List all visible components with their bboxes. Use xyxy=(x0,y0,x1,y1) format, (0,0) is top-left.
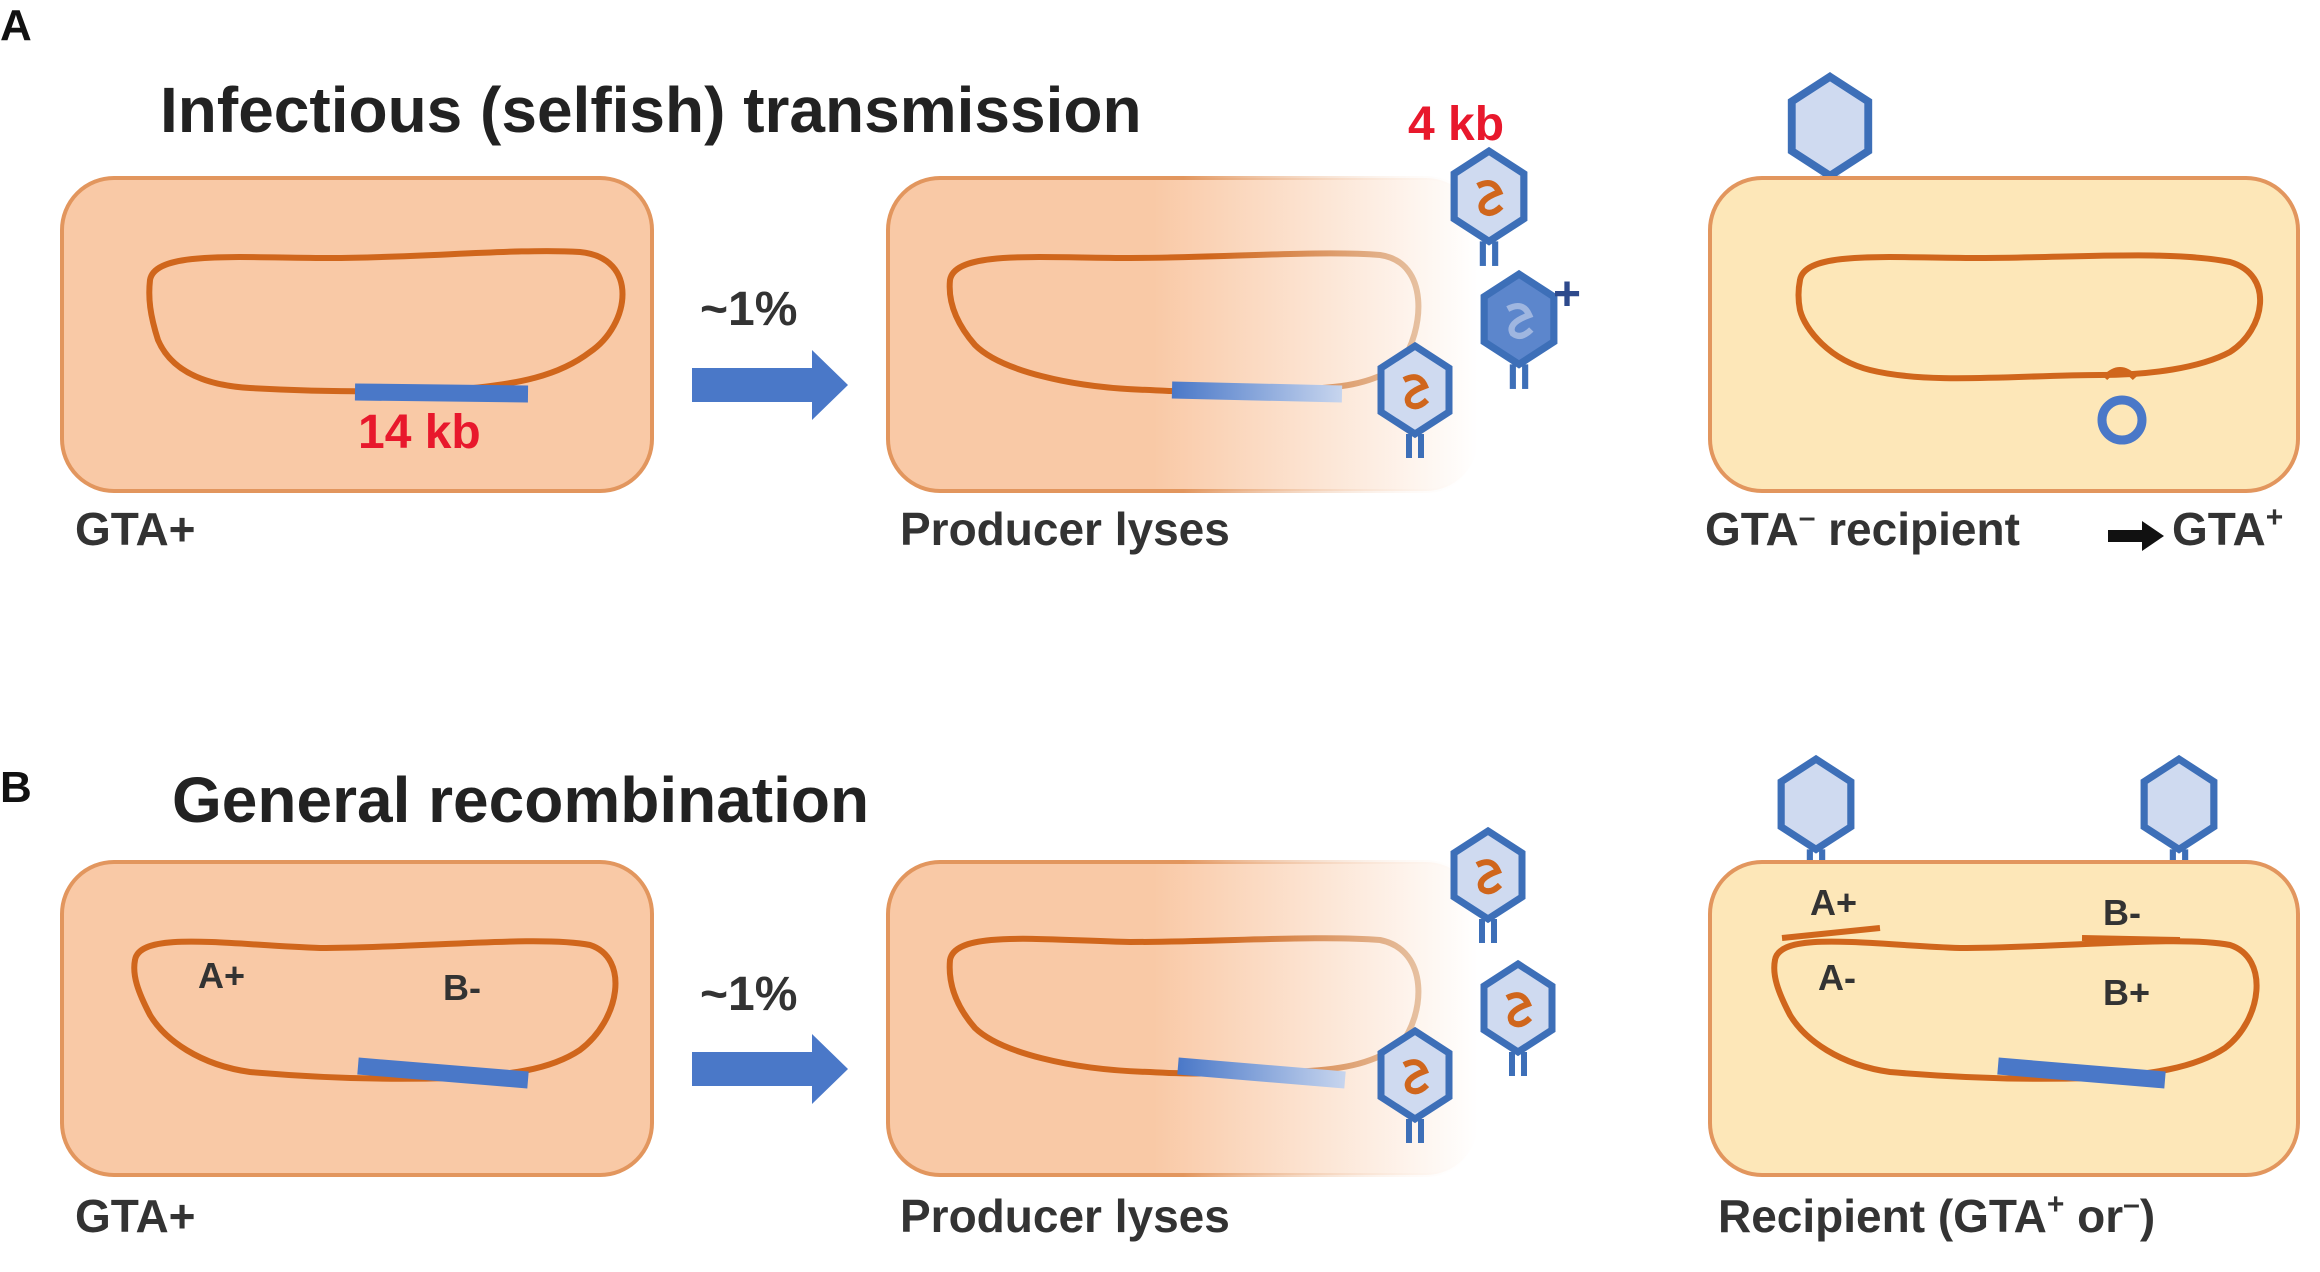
panel-b-title: General recombination xyxy=(172,764,869,836)
incoming-fragment-b xyxy=(2081,935,2181,943)
caption-arrow-icon xyxy=(2108,521,2164,551)
right-arrow-icon xyxy=(692,350,848,420)
caption-recipient-a-result: GTA+ xyxy=(2172,501,2283,555)
recipient-gene-a-plus: A+ xyxy=(1810,882,1857,923)
lysing-cell-b xyxy=(886,860,1480,1177)
gta-particle-icon xyxy=(1484,964,1552,1076)
recipient-gene-a-minus: A- xyxy=(1818,957,1856,998)
caption-gta-plus-a: GTA+ xyxy=(75,503,196,555)
gta-gene-region-b3 xyxy=(1997,1057,2166,1089)
chromosome-a1 xyxy=(146,248,626,395)
gta-particle-icon xyxy=(2144,759,2214,874)
chromosome-b1 xyxy=(131,938,619,1082)
gta-particle-icon xyxy=(1484,274,1554,389)
caption-gta-plus-b: GTA+ xyxy=(75,1190,196,1242)
gta-gene-region-b2 xyxy=(1177,1057,1346,1089)
producer-cell-b: A+ B- xyxy=(60,860,654,1177)
caption-producer-lyses-a: Producer lyses xyxy=(900,503,1230,555)
recipient-gene-b-minus: B- xyxy=(2103,892,2141,933)
size-label-4kb: 4 kb xyxy=(1408,98,1504,151)
chromosome-b3 xyxy=(1771,938,2260,1082)
recipient-cell-b: A+ A- B- B+ xyxy=(1708,759,2300,1177)
plus-sign-a: + xyxy=(1553,268,1581,321)
gene-a-plus-b1: A+ xyxy=(198,955,245,996)
gta-gene-region-a1 xyxy=(354,383,529,403)
panel-a: A Infectious (selfish) transmission 14 k… xyxy=(0,1,2300,555)
incoming-fragment-a xyxy=(1781,925,1881,941)
rate-label-a: ~1% xyxy=(700,283,797,336)
lysing-cell-a xyxy=(886,176,1480,493)
caption-recipient-b: Recipient (GTA+ or–) xyxy=(1718,1188,2155,1242)
panel-a-letter: A xyxy=(0,1,32,50)
gta-integration-bump xyxy=(2102,367,2138,381)
rate-label-b: ~1% xyxy=(700,968,797,1021)
panel-b: B General recombination A+ B- GTA+ ~1% P… xyxy=(0,759,2300,1242)
right-arrow-icon xyxy=(692,1034,848,1104)
panel-a-title: Infectious (selfish) transmission xyxy=(160,74,1142,146)
caption-recipient-a: GTA– recipient xyxy=(1705,501,2020,555)
gene-b-minus-b1: B- xyxy=(443,967,481,1008)
panel-b-letter: B xyxy=(0,763,32,812)
gta-gene-region-b1 xyxy=(357,1057,529,1089)
size-label-14kb: 14 kb xyxy=(358,406,481,459)
gta-particle-icon xyxy=(1781,759,1851,874)
chromosome-a3 xyxy=(1795,252,2264,382)
integration-loop-icon xyxy=(2097,395,2147,445)
recipient-gene-b-plus: B+ xyxy=(2103,972,2150,1013)
gta-gene-region-a2 xyxy=(1171,381,1343,403)
producer-cell-a: 14 kb xyxy=(60,176,654,493)
caption-producer-lyses-b: Producer lyses xyxy=(900,1190,1230,1242)
recipient-cell-a xyxy=(1708,77,2300,493)
